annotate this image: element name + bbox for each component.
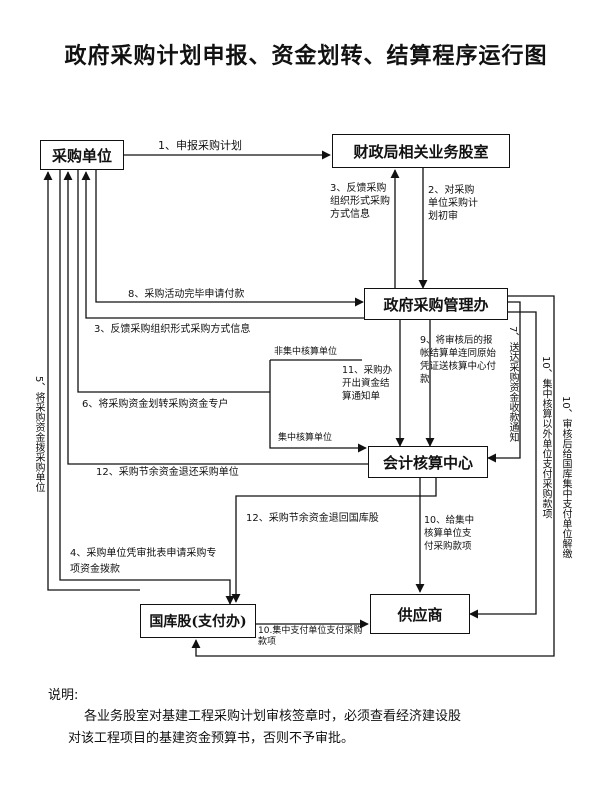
notes-heading: 说明: (48, 688, 79, 703)
edge-label-5: 5、将采购资金拨采购单位 (33, 376, 44, 493)
notes-body: 各业务股室对基建工程采购计划审核签章时，必须查看经济建设股 对该工程项目的基建资… (68, 706, 568, 750)
edge-label-2: 2、对采购单位采购计划初审 (428, 185, 478, 222)
edge-label-10c: 10、审核后给国库集中支付单位解缴 (560, 396, 571, 559)
edge-label-10b: 10、集中核算以外单位支付采购款项 (540, 356, 551, 519)
edge-label-non-central: 非集中核算单位 (274, 347, 338, 357)
box-procurement-office: 政府采购管理办 (364, 288, 508, 320)
edge-label-12b: 12、采购节余资金退回国库股 (246, 513, 379, 524)
box-treasury: 国库股(支付办) (140, 604, 256, 638)
edge-label-6: 6、将采购资金划转采购资金专户 (82, 399, 229, 410)
notes-line-2: 对该工程项目的基建资金预算书，否则不予审批。 (68, 731, 355, 746)
edge-label-10d: 10.集中支付单位支付采购款项 (258, 626, 363, 647)
edge-label-10a: 10、给集中核算单位支付采购款项 (424, 515, 475, 552)
edge-label-4: 4、采购单位凭审批表申请采购专项资金拨款 (70, 548, 217, 575)
page-title: 政府采购计划申报、资金划转、结算程序运行图 (64, 43, 548, 69)
box-accounting-center: 会计核算中心 (368, 446, 488, 478)
edge-label-3b: 3、反馈采购组织形式采购方式信息 (94, 324, 251, 335)
notes-line-1: 各业务股室对基建工程采购计划审核签章时，必须查看经济建设股 (84, 709, 462, 724)
edge-label-1: 1、申报采购计划 (158, 139, 242, 152)
edge-label-central: 集中核算单位 (278, 433, 333, 443)
edge-label-3a: 3、反馈采购组织形式采购方式信息 (330, 183, 390, 220)
box-finance-office: 财政局相关业务股室 (332, 134, 510, 168)
edge-label-12a: 12、采购节余资金退还采购单位 (96, 467, 239, 478)
edge-label-11: 11、采购办开出資金结算通知单 (342, 365, 393, 402)
box-supplier: 供应商 (370, 594, 470, 634)
edge-label-9: 9、将审核后的报帐结算单连同原始凭证送核算中心付款 (420, 335, 497, 385)
edge-label-7: 7、送达采购资金收款通知 (507, 326, 518, 443)
edge-label-8: 8、采购活动完毕申请付款 (128, 289, 245, 300)
box-purchaser: 采购单位 (40, 140, 124, 170)
